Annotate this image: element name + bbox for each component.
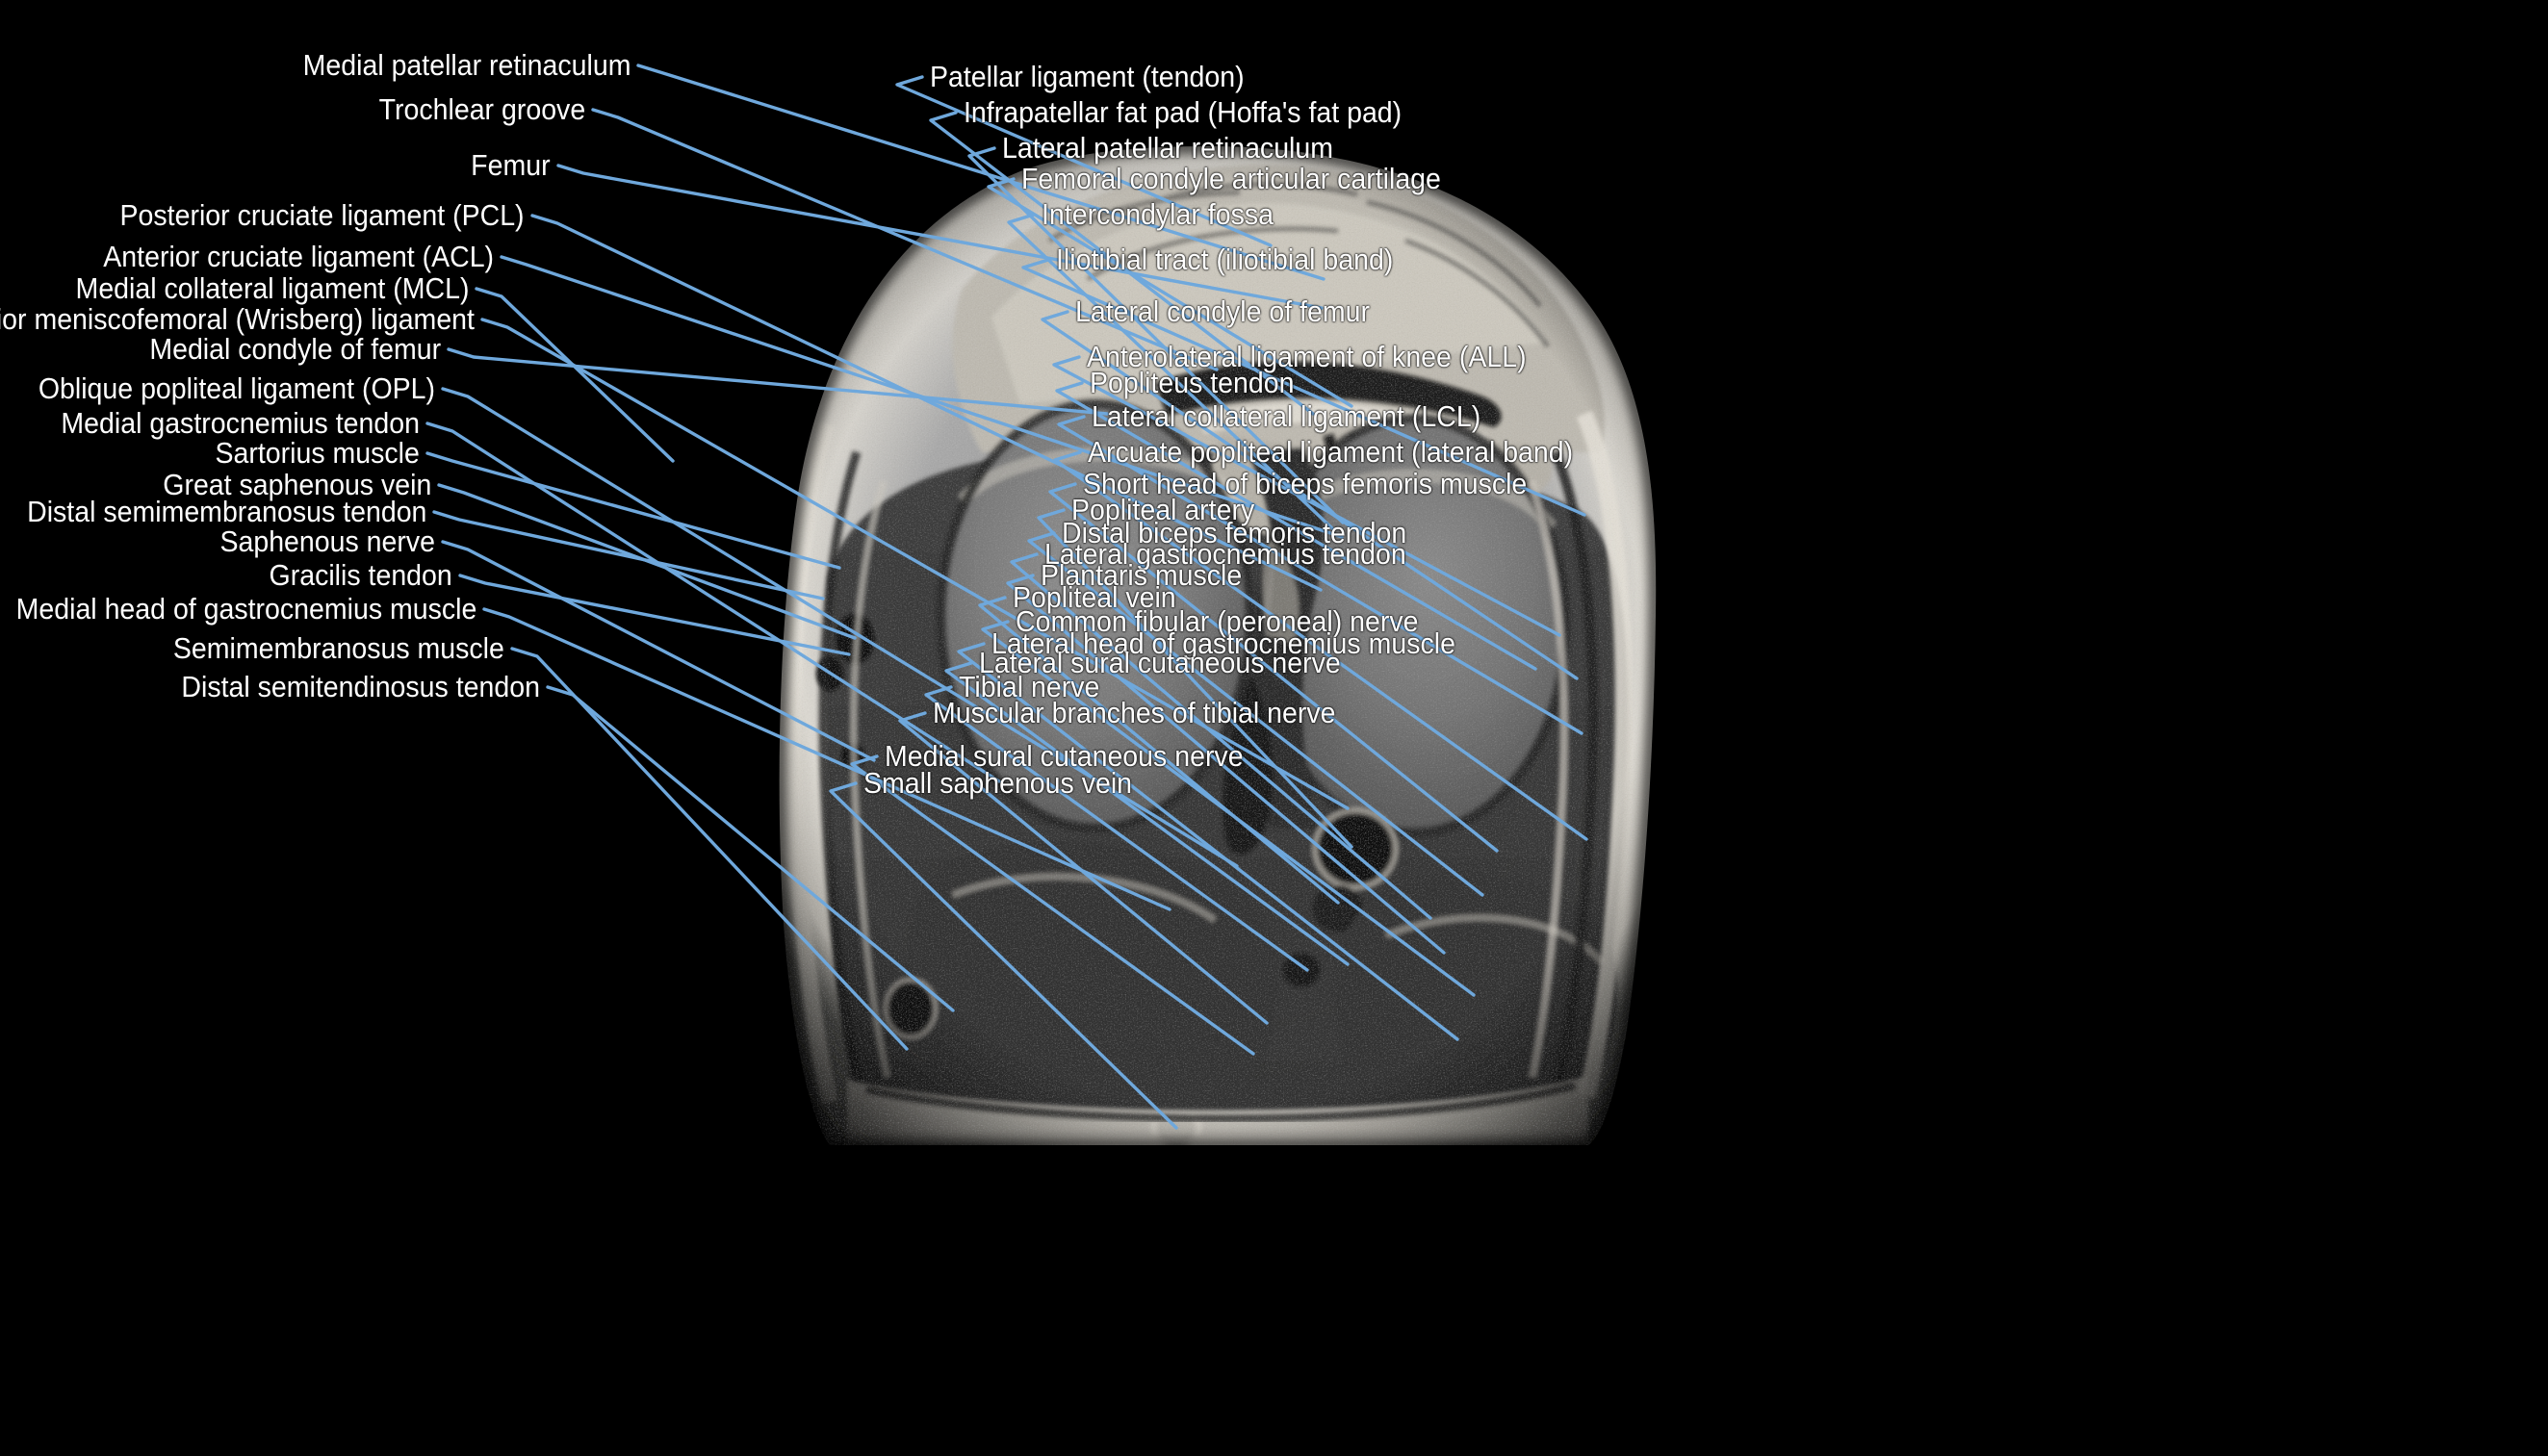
annotation-label-lateral-collateral-ligament: Lateral collateral ligament (LCL) (1092, 399, 1481, 433)
annotation-label-sartorius-muscle: Sartorius muscle (215, 436, 420, 470)
annotation-label-lateral-gastrocnemius-tendon: Lateral gastrocnemius tendon (1044, 537, 1406, 571)
annotation-label-medial-patellar-retinaculum: Medial patellar retinaculum (302, 48, 631, 82)
annotation-label-anterolateral-ligament-of-knee: Anterolateral ligament of knee (ALL) (1087, 340, 1527, 373)
annotation-label-posterior-cruciate-ligament: Posterior cruciate ligament (PCL) (119, 198, 525, 232)
annotation-label-lateral-sural-cutaneous-nerve: Lateral sural cutaneous nerve (979, 646, 1341, 679)
annotation-label-femur: Femur (471, 148, 551, 182)
annotation-label-arcuate-popliteal-ligament: Arcuate popliteal ligament (lateral band… (1088, 435, 1574, 469)
annotation-label-great-saphenous-vein: Great saphenous vein (162, 468, 431, 501)
annotation-label-trochlear-groove: Trochlear groove (378, 92, 585, 126)
annotation-label-distal-semitendinosus-tendon: Distal semitendinosus tendon (181, 670, 540, 703)
annotation-label-femoral-condyle-articular-cartilage: Femoral condyle articular cartilage (1021, 162, 1441, 195)
annotation-label-popliteal-artery: Popliteal artery (1071, 493, 1255, 526)
annotation-label-small-saphenous-vein: Small saphenous vein (863, 766, 1133, 800)
annotation-label-muscular-branches-of-tibial-nerve: Muscular branches of tibial nerve (933, 696, 1336, 729)
annotation-label-distal-semimembranosus-tendon: Distal semimembranosus tendon (26, 495, 426, 528)
annotation-label-posterior-meniscofemoral-ligament: Posterior meniscofemoral (Wrisberg) liga… (0, 302, 475, 336)
annotation-label-infrapatellar-fat-pad: Infrapatellar fat pad (Hoffa's fat pad) (964, 95, 1403, 129)
annotation-label-oblique-popliteal-ligament: Oblique popliteal ligament (OPL) (38, 371, 435, 405)
annotation-label-patellar-ligament: Patellar ligament (tendon) (930, 60, 1245, 93)
annotation-label-lateral-patellar-retinaculum: Lateral patellar retinaculum (1002, 131, 1334, 165)
annotation-label-gracilis-tendon: Gracilis tendon (269, 558, 452, 592)
annotation-label-popliteal-vein: Popliteal vein (1013, 580, 1176, 614)
annotation-label-semimembranosus-muscle: Semimembranosus muscle (173, 631, 504, 665)
annotation-label-medial-head-gastrocnemius-muscle: Medial head of gastrocnemius muscle (15, 592, 476, 626)
annotation-label-common-fibular-nerve: Common fibular (peroneal) nerve (1016, 604, 1419, 638)
annotation-label-tibial-nerve: Tibial nerve (959, 670, 1100, 703)
annotation-label-popliteus-tendon: Popliteus tendon (1090, 366, 1295, 399)
annotation-label-medial-gastrocnemius-tendon: Medial gastrocnemius tendon (61, 406, 420, 440)
annotation-label-intercondylar-fossa: Intercondylar fossa (1042, 197, 1274, 231)
annotation-label-lateral-head-gastrocnemius-muscle: Lateral head of gastrocnemius muscle (991, 626, 1455, 660)
annotation-label-medial-sural-cutaneous-nerve: Medial sural cutaneous nerve (885, 739, 1244, 773)
annotation-label-medial-condyle-of-femur: Medial condyle of femur (149, 332, 441, 366)
annotation-label-distal-biceps-femoris-tendon: Distal biceps femoris tendon (1062, 516, 1407, 549)
annotation-label-iliotibial-tract: Iliotibial tract (iliotibial band) (1056, 243, 1394, 276)
annotation-label-lateral-condyle-of-femur: Lateral condyle of femur (1075, 294, 1370, 328)
annotation-label-medial-collateral-ligament: Medial collateral ligament (MCL) (75, 271, 469, 305)
annotation-label-short-head-biceps-femoris: Short head of biceps femoris muscle (1083, 467, 1528, 500)
annotation-label-anterior-cruciate-ligament: Anterior cruciate ligament (ACL) (103, 240, 494, 273)
annotation-label-plantaris-muscle: Plantaris muscle (1041, 558, 1243, 592)
annotation-label-saphenous-nerve: Saphenous nerve (219, 524, 435, 558)
